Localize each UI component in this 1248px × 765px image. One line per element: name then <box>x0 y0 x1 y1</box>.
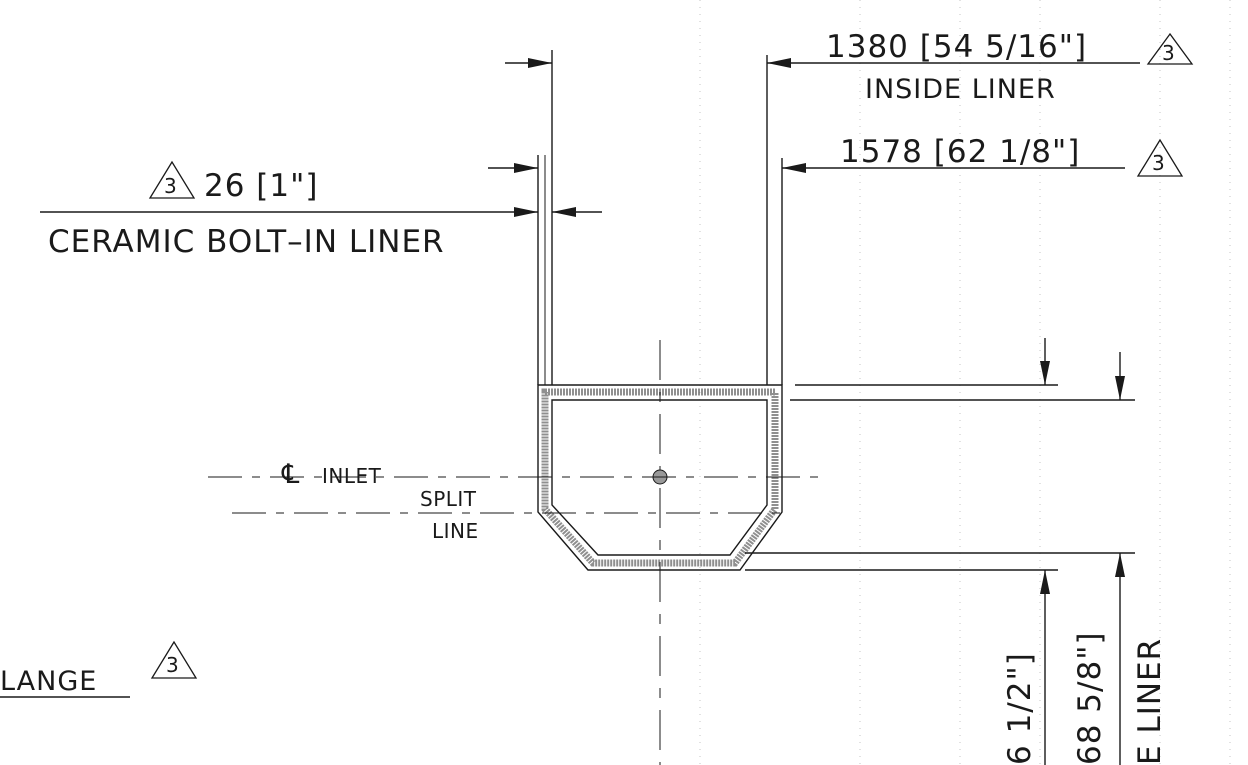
dimension-26-text: 26 [1"] <box>204 168 318 204</box>
revision-triangle-3: 3 <box>148 160 196 199</box>
vertical-dimension-2: 68 5/8"] E LINER <box>1072 352 1168 765</box>
svg-text:3: 3 <box>166 653 179 677</box>
split-label: SPLIT <box>420 487 477 511</box>
inlet-section <box>537 384 783 571</box>
flange-label: LANGE <box>0 666 97 697</box>
flange-callout: LANGE 3 <box>0 640 198 698</box>
line-label: LINE <box>432 519 479 543</box>
inside-liner-label: INSIDE LINER <box>865 74 1056 105</box>
revision-triangle-4: 3 <box>150 640 198 679</box>
dimension-1380-text: 1380 [54 5/16"] <box>826 29 1087 65</box>
dimension-outer-width: 1578 [62 1/8"] 3 <box>488 134 1184 177</box>
inlet-label: INLET <box>322 464 382 488</box>
vertical-dimension-1-text: 6 1/2"] <box>1002 652 1038 765</box>
revision-triangle-2: 3 <box>1136 138 1184 177</box>
scan-noise <box>699 0 1231 765</box>
vertical-dimension-1: 6 1/2"] <box>1002 338 1050 765</box>
dimension-liner-thickness: 3 26 [1"] CERAMIC BOLT–IN LINER <box>40 160 602 260</box>
revision-triangle-1: 3 <box>1146 32 1194 65</box>
svg-text:3: 3 <box>164 174 177 198</box>
centerline-symbol: ℄ <box>281 459 300 490</box>
vertical-dimension-2-label: E LINER <box>1132 638 1168 765</box>
dimension-inside-liner: 1380 [54 5/16"] INSIDE LINER 3 <box>505 29 1194 105</box>
inlet-centerline: ℄ INLET <box>208 459 820 490</box>
vertical-dimension-2-text: 68 5/8"] <box>1072 631 1108 765</box>
dimension-1578-text: 1578 [62 1/8"] <box>840 134 1080 170</box>
svg-text:3: 3 <box>1162 41 1175 65</box>
split-line: SPLIT LINE <box>232 487 780 543</box>
svg-text:3: 3 <box>1152 151 1165 175</box>
ceramic-liner-label: CERAMIC BOLT–IN LINER <box>48 224 445 260</box>
